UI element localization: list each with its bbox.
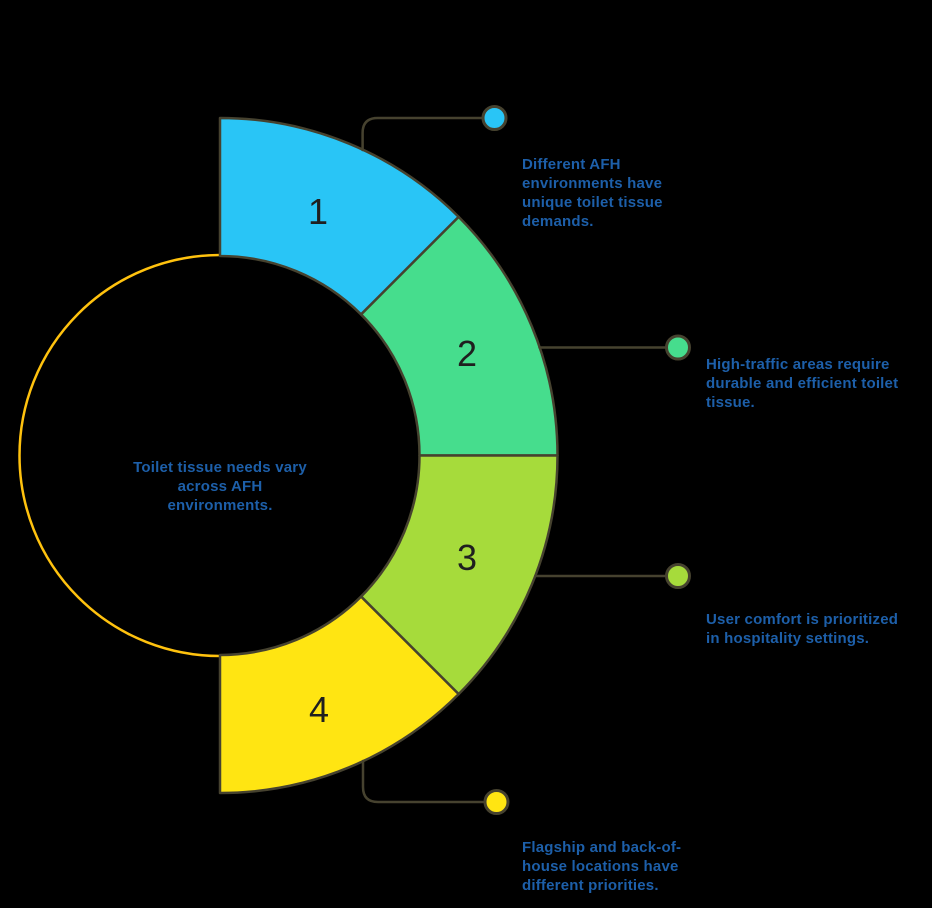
dot-1 [481, 105, 508, 131]
segment-3-label: User comfort is prioritized in hospitali… [706, 611, 899, 647]
center-caption: Toilet tissue needs vary across AFH envi… [133, 459, 307, 514]
segment-4-arc[interactable] [218, 595, 460, 795]
dot-3 [665, 563, 691, 589]
segment-1-number: 1 [308, 191, 328, 232]
dot-4 [483, 789, 510, 815]
segment-4-label: Flagship and back-of-house locations hav… [522, 839, 682, 894]
ring-segments [218, 116, 559, 795]
connector-line-1 [361, 116, 485, 152]
segment-4-number: 4 [309, 689, 329, 730]
segment-2-label: High-traffic areas require durable and e… [706, 356, 899, 411]
connector-lines [361, 116, 668, 804]
connector-dots [481, 105, 691, 815]
connector-line-4 [361, 759, 487, 804]
dot-2 [665, 334, 691, 361]
segment-2-number: 2 [457, 333, 477, 374]
segment-numbers: 1 2 3 4 [308, 191, 477, 730]
segment-3-number: 3 [457, 537, 477, 578]
segment-1-label: Different AFH environments have unique t… [522, 156, 663, 230]
